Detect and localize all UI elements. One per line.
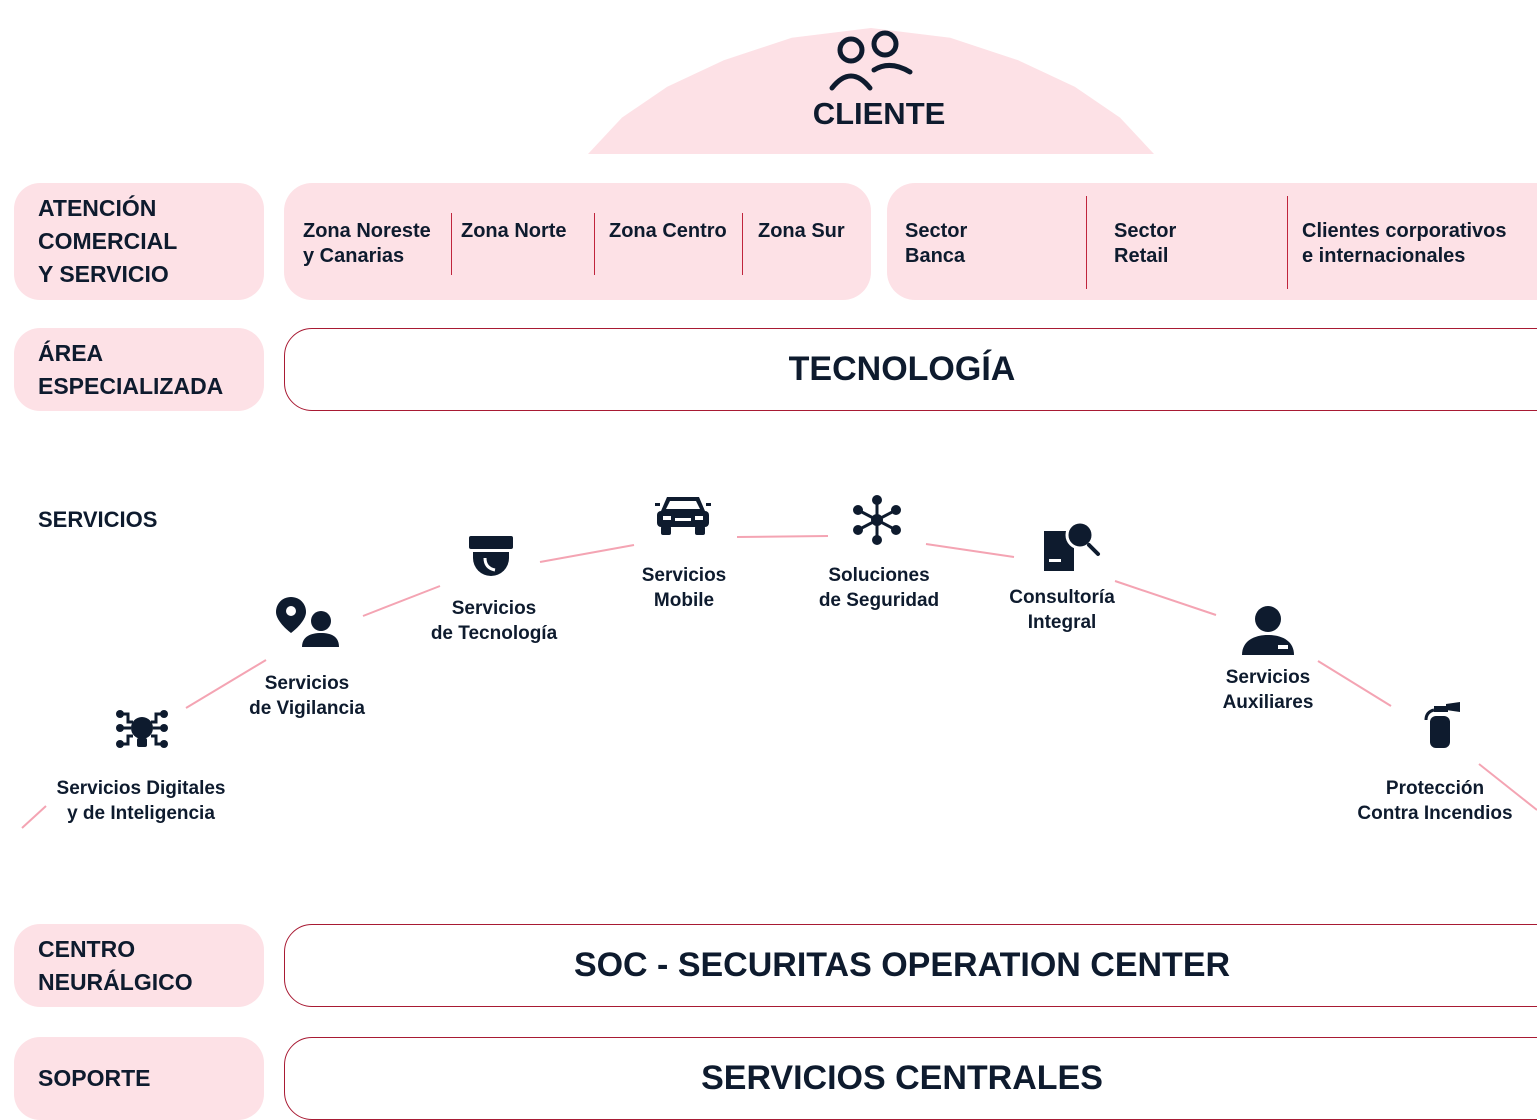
soc-label: SOC - SECURITAS OPERATION CENTER bbox=[573, 946, 1231, 984]
network-nodes-icon bbox=[853, 495, 901, 545]
zone-norte: Zona Norte bbox=[461, 220, 567, 242]
row-label-line: ÁREA bbox=[38, 339, 104, 366]
service-line: Mobile bbox=[653, 590, 715, 611]
sector-corporativos: Clientes corporativos e internacionales bbox=[1302, 219, 1507, 269]
row-label-centro: CENTRO NEURÁLGICO bbox=[14, 924, 264, 1007]
users-icon bbox=[829, 30, 913, 91]
service-digitales: Servicios Digitales y de Inteligencia bbox=[40, 776, 242, 826]
arc-segment bbox=[1317, 660, 1392, 707]
row-label-line: COMERCIAL bbox=[38, 228, 178, 254]
service-line: de Tecnología bbox=[430, 623, 558, 644]
servicios-label: SERVICIOS bbox=[38, 507, 158, 532]
zone-noreste: Zona Noreste y Canarias bbox=[303, 219, 431, 269]
zone-line: Zona Noreste bbox=[303, 220, 431, 242]
car-icon bbox=[655, 497, 711, 535]
row-label-area: ÁREA ESPECIALIZADA bbox=[14, 328, 264, 411]
divider bbox=[594, 213, 595, 275]
arc-segment bbox=[925, 543, 1015, 558]
service-line: Soluciones bbox=[828, 565, 930, 586]
tecnologia-box bbox=[284, 328, 1537, 411]
arc-segment bbox=[1114, 580, 1217, 616]
arc-segment bbox=[539, 544, 635, 563]
servicios-centrales-box bbox=[284, 1037, 1537, 1120]
location-guard-icon bbox=[276, 597, 339, 647]
zone-sur: Zona Sur bbox=[758, 220, 845, 242]
sector-retail: Sector Retail bbox=[1114, 219, 1176, 269]
divider bbox=[1086, 196, 1087, 289]
row-label-line: CENTRO bbox=[38, 935, 136, 962]
person-badge-icon bbox=[1242, 606, 1294, 655]
service-soluciones: Soluciones de Seguridad bbox=[802, 563, 956, 613]
zones-box bbox=[284, 183, 871, 300]
sector-line: Sector bbox=[905, 220, 968, 242]
service-line: de Vigilancia bbox=[249, 698, 365, 719]
service-line: Integral bbox=[1027, 612, 1097, 633]
tecnologia-label: TECNOLOGÍA bbox=[788, 350, 1016, 388]
sector-banca: Sector Banca bbox=[905, 219, 967, 269]
service-incendios: Protección Contra Incendios bbox=[1344, 776, 1526, 826]
divider bbox=[742, 213, 743, 275]
arc-segment bbox=[21, 805, 47, 829]
service-line: Contra Incendios bbox=[1357, 803, 1513, 824]
row-label-line: SOPORTE bbox=[38, 1065, 151, 1091]
arc-segment bbox=[362, 585, 441, 617]
security-camera-icon bbox=[469, 536, 513, 576]
service-line: Auxiliares bbox=[1222, 692, 1314, 713]
digital-bulb-icon bbox=[116, 710, 168, 748]
service-line: Protección bbox=[1385, 778, 1485, 799]
row-label-line: NEURÁLGICO bbox=[38, 968, 193, 995]
service-line: y de Inteligencia bbox=[67, 803, 215, 824]
divider bbox=[1287, 196, 1288, 289]
service-line: Servicios bbox=[641, 565, 727, 586]
sector-line: Clientes corporativos bbox=[1302, 220, 1507, 242]
fire-extinguisher-icon bbox=[1424, 702, 1460, 748]
soc-box bbox=[284, 924, 1537, 1007]
service-auxiliares: Servicios Auxiliares bbox=[1200, 665, 1336, 715]
client-label: CLIENTE bbox=[812, 96, 946, 131]
service-mobile: Servicios Mobile bbox=[614, 563, 754, 613]
arc-segment bbox=[1478, 763, 1537, 811]
zone-line: y Canarias bbox=[303, 245, 405, 267]
sector-line: e internacionales bbox=[1302, 245, 1466, 267]
service-vigilancia: Servicios de Vigilancia bbox=[230, 671, 384, 721]
row-label-line: ATENCIÓN bbox=[38, 195, 157, 221]
service-line: Consultoría bbox=[1009, 587, 1115, 608]
zone-centro: Zona Centro bbox=[609, 220, 727, 242]
sector-line: Retail bbox=[1114, 245, 1169, 267]
service-consultoria: Consultoría Integral bbox=[990, 585, 1134, 635]
service-line: Servicios bbox=[264, 673, 350, 694]
service-line: de Seguridad bbox=[818, 590, 940, 611]
service-line: Servicios bbox=[451, 598, 537, 619]
arc-segment bbox=[736, 535, 829, 538]
sector-line: Banca bbox=[905, 245, 966, 267]
sector-line: Sector bbox=[1114, 220, 1177, 242]
service-line: Servicios Digitales bbox=[56, 778, 226, 799]
divider bbox=[451, 213, 452, 275]
service-line: Servicios bbox=[1225, 667, 1311, 688]
row-label-line: Y SERVICIO bbox=[38, 261, 169, 287]
document-search-icon bbox=[1044, 521, 1100, 571]
servicios-centrales-label: SERVICIOS CENTRALES bbox=[701, 1059, 1103, 1097]
row-label-soporte: SOPORTE bbox=[14, 1037, 264, 1120]
row-label-line: ESPECIALIZADA bbox=[38, 372, 224, 399]
sectors-box bbox=[887, 183, 1537, 300]
row-label-atencion: ATENCIÓN COMERCIAL Y SERVICIO bbox=[14, 183, 264, 300]
service-tecnologia: Servicios de Tecnología bbox=[416, 596, 572, 646]
arc-segment bbox=[185, 659, 267, 709]
